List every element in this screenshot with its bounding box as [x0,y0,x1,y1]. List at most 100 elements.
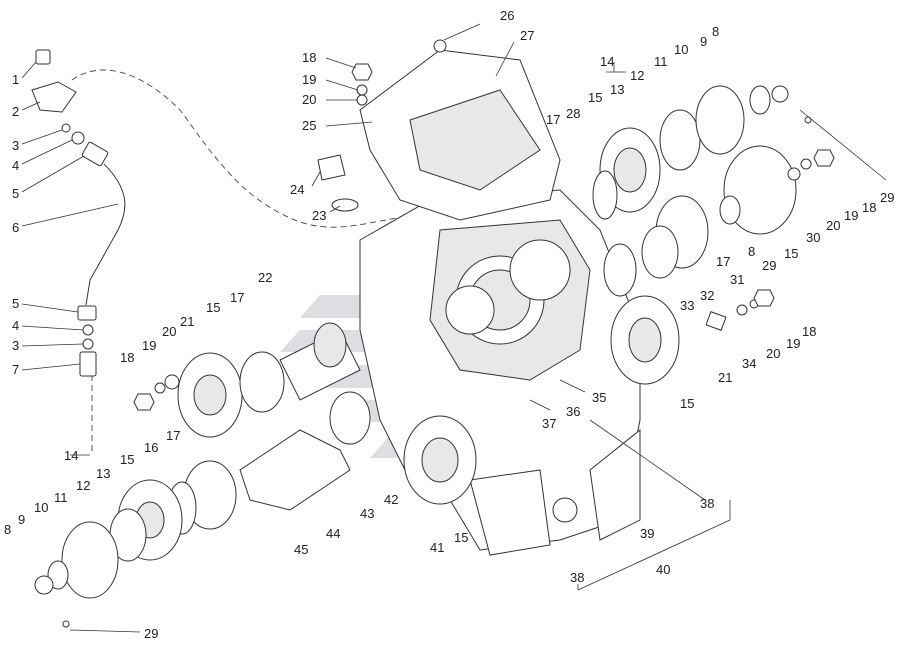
fitting-assembly-left [31,49,126,377]
lower-left-flange-assembly [34,460,237,628]
fitting-part-1 [35,49,51,65]
nut-part-18 [351,63,373,81]
callout-8b: 8 [748,244,755,259]
washer-part-19c [800,158,812,170]
nut-part-9b [34,575,54,595]
callout-34: 34 [742,356,756,371]
callout-20b: 20 [302,92,316,107]
callout-15c: 15 [784,246,798,261]
callout-12b: 12 [76,478,90,493]
callout-42: 42 [384,492,398,507]
callout-15a: 15 [206,300,220,315]
callout-5b: 5 [12,296,19,311]
callout-15d: 15 [680,396,694,411]
callout-35: 35 [592,390,606,405]
callout-23: 23 [312,208,326,223]
nut-part-9 [771,85,789,103]
washer-part-19a [154,382,166,394]
elbow-part-2 [31,81,77,113]
washer-part-3b [82,338,94,350]
callout-13a: 13 [610,82,624,97]
housing-foot [469,469,551,556]
top-cover-assembly [317,39,561,221]
callout-44: 44 [326,526,340,541]
callout-17b: 17 [546,112,560,127]
gear-35 [509,239,571,301]
pin-part-29c [62,620,70,628]
callout-20d: 20 [766,346,780,361]
callout-19a: 19 [142,338,156,353]
callout-15e: 15 [454,530,468,545]
callout-17c: 17 [716,254,730,269]
callout-labels: 1 2 3 4 5 6 5 4 3 7 18 19 20 21 15 17 22… [4,8,894,641]
nut-part-18c [813,149,835,167]
callout-40: 40 [656,562,670,577]
callout-14a: 14 [600,54,614,69]
bearing-part-17a [239,351,285,413]
bearing-hub [445,285,495,335]
nut-part-4 [71,131,85,145]
callout-17d: 17 [166,428,180,443]
callout-20c: 20 [826,218,840,233]
shaft-part-45 [239,429,351,511]
flange-part-30 [723,145,797,235]
callout-18d: 18 [802,324,816,339]
plug-part-24 [317,154,346,181]
callout-12a: 12 [630,68,644,83]
callout-29b: 29 [762,258,776,273]
callout-18a: 18 [120,350,134,365]
callout-2: 2 [12,104,19,119]
callout-41: 41 [430,540,444,555]
plate-part-34 [705,311,727,331]
callout-37: 37 [542,416,556,431]
callout-11a: 11 [654,54,668,69]
callout-3b: 3 [12,338,19,353]
gearbox-housing [359,189,641,556]
callout-4: 4 [12,158,19,173]
adapter-part-7 [79,351,97,377]
leader-lines [21,23,887,633]
callout-31: 31 [730,272,744,287]
washer-part-20d [736,304,748,316]
washer-part-20 [356,94,368,106]
washer-part-10 [749,85,771,115]
callout-38b: 38 [570,570,584,585]
washer-part-20a [164,374,180,390]
gasket-part-23 [331,198,359,212]
seal-part-12 [659,109,701,171]
callout-43: 43 [360,506,374,521]
callout-18b: 18 [302,50,316,65]
union-part-5b [77,305,97,321]
callout-1: 1 [12,72,19,87]
callout-29c: 29 [144,626,158,641]
callout-13b: 13 [96,466,110,481]
callout-32: 32 [700,288,714,303]
callout-18c: 18 [862,200,876,215]
callout-5: 5 [12,186,19,201]
union-part-5 [81,141,109,167]
callout-8c: 8 [4,522,11,537]
callout-14b: 14 [64,448,78,463]
callout-3: 3 [12,138,19,153]
eye-part-26 [433,39,447,53]
housing-port [552,497,578,523]
washer-part-19 [356,84,368,96]
callout-30: 30 [806,230,820,245]
right-flange-assembly [592,85,835,385]
nut-part-18a [133,393,155,411]
callout-28: 28 [566,106,580,121]
callout-6: 6 [12,220,19,235]
callout-29a: 29 [880,190,894,205]
callout-15b: 15 [588,90,602,105]
flange-part-11b [61,521,119,599]
washer-part-20c [787,167,801,181]
callout-24: 24 [290,182,304,197]
callout-21b: 21 [718,370,732,385]
callout-38a: 38 [700,496,714,511]
callout-26: 26 [500,8,514,23]
callout-15f: 15 [120,452,134,467]
pipe-part-6 [85,163,126,306]
callout-16: 16 [144,440,158,455]
seal-part-28 [592,170,618,220]
